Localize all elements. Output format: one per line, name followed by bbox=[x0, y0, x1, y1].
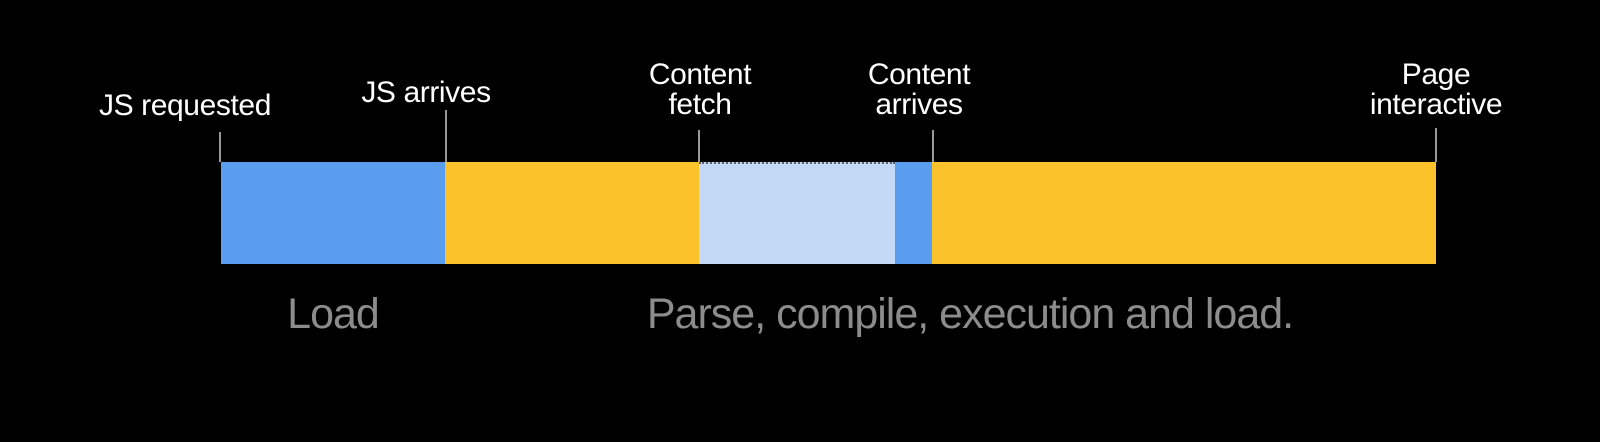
event-tick-page-interactive bbox=[1435, 128, 1437, 162]
event-label-line: Content bbox=[867, 58, 971, 91]
event-tick-content-arrives bbox=[932, 130, 934, 162]
event-tick-content-fetch bbox=[698, 130, 700, 162]
phase-label-load: Load bbox=[287, 290, 380, 338]
event-label-js-requested: JS requested bbox=[99, 91, 271, 121]
segment-content-fetch bbox=[699, 162, 895, 264]
segment-content-process bbox=[895, 162, 932, 264]
event-label-line: Page bbox=[1401, 58, 1471, 91]
event-label-line: JS requested bbox=[99, 89, 271, 122]
segment-execution bbox=[932, 162, 1436, 264]
event-label-line: arrives bbox=[875, 88, 963, 121]
event-label-line: fetch bbox=[668, 88, 732, 121]
event-label-line: Content bbox=[648, 58, 752, 91]
event-label-line: interactive bbox=[1369, 88, 1503, 121]
event-tick-js-arrives bbox=[445, 110, 447, 162]
event-tick-js-requested bbox=[219, 132, 221, 162]
event-label-line: JS arrives bbox=[361, 76, 491, 109]
segment-js-load bbox=[221, 162, 445, 264]
event-label-js-arrives: JS arrives bbox=[361, 76, 491, 109]
phase-label-parse-compile-execute: Parse, compile, execution and load. bbox=[646, 290, 1294, 338]
segment-parse-compile bbox=[445, 162, 699, 264]
